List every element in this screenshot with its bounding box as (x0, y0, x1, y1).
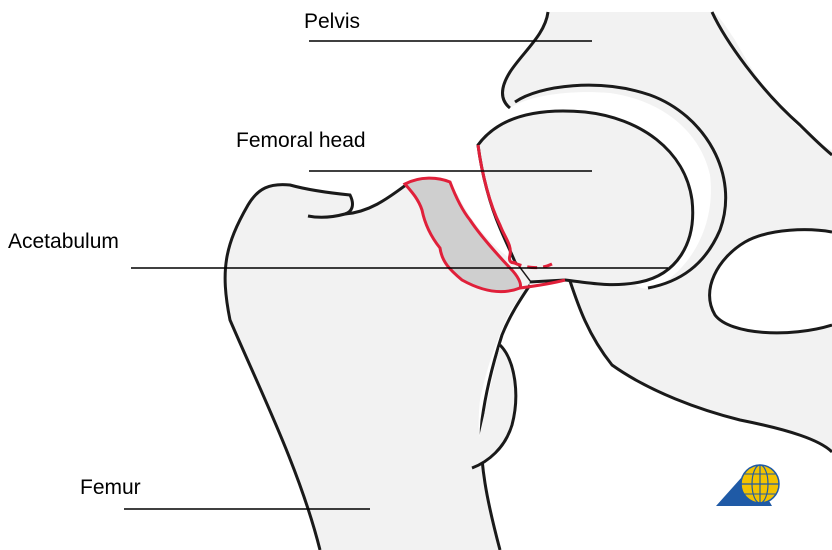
label-femoral-head: Femoral head (236, 130, 366, 151)
label-acetabulum: Acetabulum (8, 231, 119, 252)
femur-bone (225, 181, 530, 550)
label-pelvis: Pelvis (304, 11, 360, 32)
label-femur: Femur (80, 477, 141, 498)
triangle-globe-logo (716, 465, 779, 506)
